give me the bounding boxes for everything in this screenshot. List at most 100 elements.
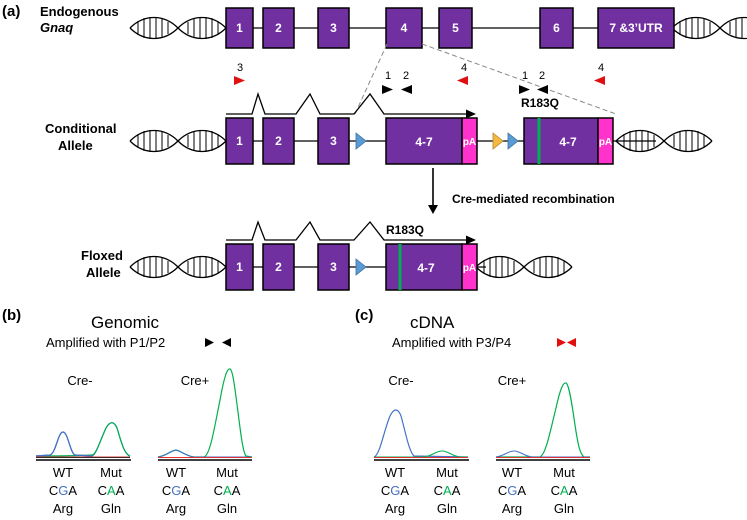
conditional-exon-2 xyxy=(262,117,295,165)
primer-4-arrow-icon xyxy=(457,76,468,85)
floxed-title: Floxed xyxy=(81,248,123,263)
endogenous-title: Endogenous xyxy=(40,4,119,19)
conditional-exon-1-label: 1 xyxy=(236,134,243,148)
panel-c-subtitle: Amplified with P3/P4 xyxy=(392,335,511,350)
panel-c-cdna: (c) cDNA Amplified with P3/P4 Cre- Cre+ … xyxy=(355,307,590,516)
primer-2-label: 2 xyxy=(403,70,409,82)
p2-arrow-icon xyxy=(222,338,231,347)
frt-site-icon xyxy=(492,132,504,150)
endogenous-exon-1 xyxy=(225,7,254,49)
dna-helix-right-icon xyxy=(475,255,573,279)
chromatogram-cre-plus-genomic xyxy=(157,368,253,461)
endogenous-exon-7 xyxy=(597,7,675,49)
cre-plus-label: Cre+ xyxy=(181,373,210,388)
recombination-label: Cre-mediated recombination xyxy=(452,192,615,206)
dna-helix-right-icon xyxy=(615,129,713,153)
primer-4b-label: 4 xyxy=(598,62,604,74)
wt-amino-acid: Arg xyxy=(385,501,405,516)
primer-2b-arrow-icon xyxy=(537,85,548,94)
p1-arrow-icon xyxy=(205,338,214,347)
loxp-site-icon xyxy=(355,132,367,150)
floxed-transcript-line xyxy=(226,220,466,241)
primer-1-arrow-icon xyxy=(382,85,393,94)
conditional-exon-3-label: 3 xyxy=(330,134,337,148)
cre-minus-label: Cre- xyxy=(67,373,92,388)
endogenous-gene-name: Gnaq xyxy=(40,20,73,35)
loxp-site-icon xyxy=(507,132,519,150)
endogenous-exon-4-label: 4 xyxy=(401,21,408,35)
primer-1b-arrow-icon xyxy=(519,85,530,94)
wt-codon: CGA xyxy=(49,483,78,498)
cassette-mutant-exons-4-7 xyxy=(523,117,599,165)
wt-label: WT xyxy=(166,465,186,480)
panel-a-label: (a) xyxy=(2,3,20,20)
mut-codon: CAA xyxy=(214,483,241,498)
floxed-exon-1-label: 1 xyxy=(236,260,243,274)
endogenous-exon-5-label: 5 xyxy=(452,21,459,35)
mut-amino-acid: Gln xyxy=(554,501,574,516)
dna-helix-right-icon xyxy=(671,16,747,40)
primer-3-label: 3 xyxy=(237,62,243,74)
p3-arrow-icon xyxy=(557,338,566,347)
mutation-label: R183Q xyxy=(521,96,559,110)
cre-plus-label: Cre+ xyxy=(498,373,527,388)
mut-codon: CAA xyxy=(551,483,578,498)
endogenous-exon-1-label: 1 xyxy=(236,21,243,35)
primer-4b-arrow-icon xyxy=(594,76,605,85)
wt-amino-acid: Arg xyxy=(502,501,522,516)
recombination-arrowhead-icon xyxy=(428,205,438,214)
codon-table-cdna: WT Mut WT Mut CGA CAA CGA CAA Arg Gln Ar… xyxy=(381,465,578,516)
panel-c-title: cDNA xyxy=(410,313,455,332)
wt-label: WT xyxy=(385,465,405,480)
conditional-exon-3 xyxy=(317,117,350,165)
mut-amino-acid: Gln xyxy=(101,501,121,516)
panel-b-title: Genomic xyxy=(91,313,160,332)
cassette-wt-exons-4-7 xyxy=(385,117,463,165)
transcript-splicing-line xyxy=(226,91,466,115)
endogenous-exon-3 xyxy=(317,7,350,49)
floxed-polya-signal xyxy=(461,243,478,291)
p4-arrow-icon xyxy=(567,338,576,347)
floxed-cassette-label: 4-7 xyxy=(417,261,435,275)
chromatogram-cre-plus-cdna xyxy=(495,382,590,461)
wt-amino-acid: Arg xyxy=(166,501,186,516)
loxp-site-icon xyxy=(355,258,367,276)
primer-2b-label: 2 xyxy=(539,70,545,82)
endogenous-exon-4 xyxy=(385,7,423,49)
cre-minus-label: Cre- xyxy=(388,373,413,388)
floxed-exon-3 xyxy=(317,243,350,291)
primer-4-label: 4 xyxy=(461,62,467,74)
polya-label: pA xyxy=(463,137,476,148)
projection-lines xyxy=(354,43,617,115)
floxed-transcript-arrow-icon xyxy=(466,235,476,245)
conditional-title-line2: Allele xyxy=(58,138,93,153)
floxed-exon-3-label: 3 xyxy=(330,260,337,274)
panel-c-label: (c) xyxy=(355,307,373,324)
floxed-polya-label: pA xyxy=(463,263,476,274)
panel-b-label: (b) xyxy=(2,307,21,324)
dna-helix-left-icon xyxy=(129,16,227,40)
mut-amino-acid: Gln xyxy=(217,501,237,516)
floxed-mutation-label: R183Q xyxy=(386,223,424,237)
primer-1b-label: 1 xyxy=(522,70,528,82)
mut-label: Mut xyxy=(436,465,458,480)
mut-label: Mut xyxy=(100,465,122,480)
mut-codon: CAA xyxy=(434,483,461,498)
mut-amino-acid: Gln xyxy=(437,501,457,516)
cassette-mutant-label: 4-7 xyxy=(559,135,577,149)
panel-b-genomic: (b) Genomic Amplified with P1/P2 Cre- Cr… xyxy=(2,307,253,516)
codon-table-genomic: WT Mut WT Mut CGA CAA CGA CAA Arg Gln Ar… xyxy=(49,465,241,516)
transcript-arrow-icon xyxy=(466,109,476,119)
conditional-exon-2-label: 2 xyxy=(275,134,282,148)
endogenous-exon-6 xyxy=(539,7,574,49)
chromatogram-cre-minus-genomic xyxy=(35,422,131,461)
floxed-exon-1 xyxy=(225,243,254,291)
polya-signal xyxy=(461,117,478,165)
floxed-title-line2: Allele xyxy=(86,265,121,280)
primer-3-arrow-icon xyxy=(234,76,245,85)
mut-label: Mut xyxy=(216,465,238,480)
wt-label: WT xyxy=(53,465,73,480)
